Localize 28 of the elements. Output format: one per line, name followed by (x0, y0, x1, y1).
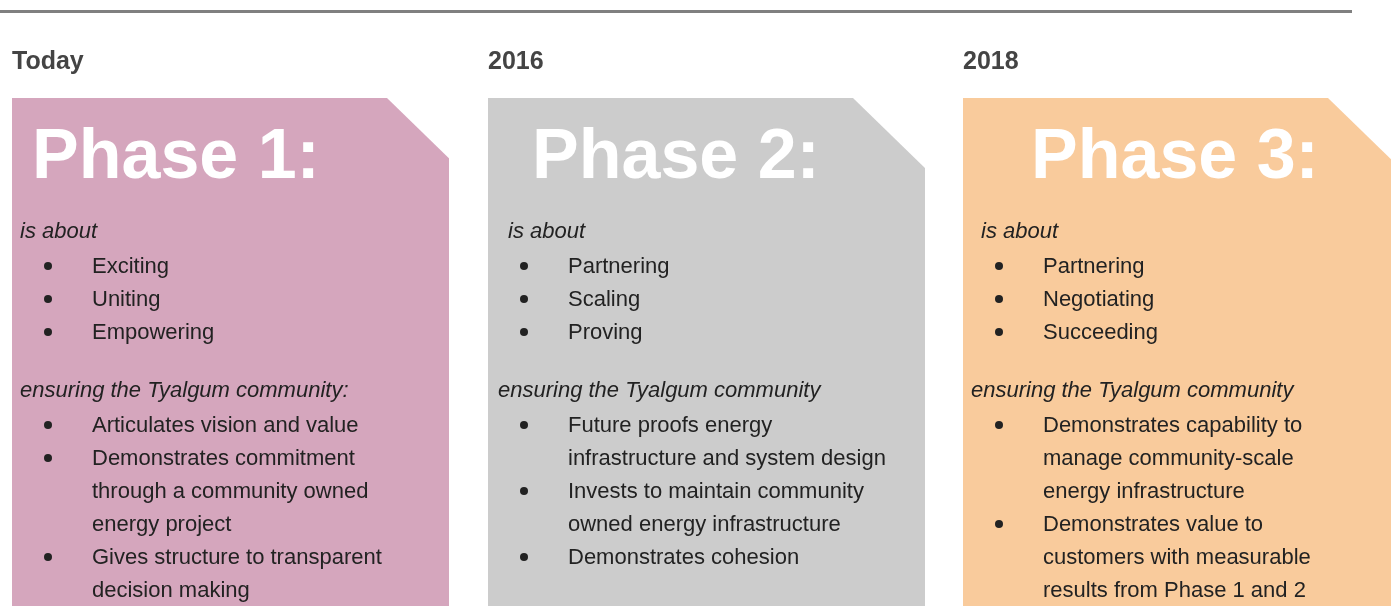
section-label: ensuring the Tyalgum community: (20, 377, 349, 403)
bullet-text: Partnering (568, 253, 670, 278)
year-heading: 2016 (488, 46, 544, 75)
bullet-text: Negotiating (1043, 286, 1155, 311)
bullet-text: Gives structure to transparent decision making (92, 544, 382, 602)
bullet-text: Future proofs energy infrastructure and system design (568, 412, 886, 470)
bullet-text: Demonstrates value to customers with measurable results from Phase 1 and 2 (1043, 511, 1311, 602)
bullet-text: Uniting (92, 286, 161, 311)
bullet-text: Demonstrates capability to manage community-scale energy infrastructure (1043, 412, 1303, 503)
bullet-text: Succeeding (1043, 319, 1158, 344)
year-heading: Today (12, 46, 84, 75)
bullet-text: Demonstrates commitment through a community owned energy project (92, 445, 369, 536)
section-label: is about (981, 218, 1059, 244)
bullet-text: Empowering (92, 319, 215, 344)
phase-title: Phase 3: (1031, 114, 1319, 195)
bullet-text: Articulates vision and value (92, 412, 359, 437)
bullet-text: Invests to maintain community owned energy infrastructure (568, 478, 864, 536)
phase-title: Phase 1: (32, 114, 320, 195)
bullet-text: Demonstrates cohesion (568, 544, 800, 569)
section-label: is about (508, 218, 586, 244)
bullet-text: Proving (568, 319, 643, 344)
section-label: ensuring the Tyalgum community (971, 377, 1294, 403)
bullet-text: Exciting (92, 253, 170, 278)
year-heading: 2018 (963, 46, 1019, 75)
section-label: is about (20, 218, 98, 244)
section-label: ensuring the Tyalgum community (498, 377, 821, 403)
bullet-text: Partnering (1043, 253, 1145, 278)
bullet-text: Scaling (568, 286, 641, 311)
